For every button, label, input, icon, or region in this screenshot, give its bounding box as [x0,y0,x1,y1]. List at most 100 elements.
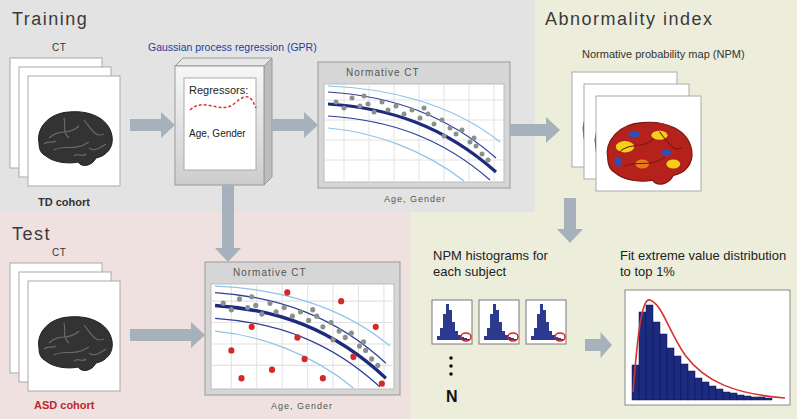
svg-rect [184,78,256,170]
svg-g [211,284,394,389]
svg-rect [716,389,723,400]
svg-rect [324,84,504,182]
svg-rect [646,305,653,400]
svg-rect [730,393,737,400]
node-text: Training [12,9,88,31]
svg-g [228,289,385,386]
block-arrow [585,332,612,358]
svg-circle [249,324,255,330]
process-box: Gaussian process regression (GPR)Regress… [175,62,272,185]
normative-plot-test [205,262,400,395]
node-text: Normative CT [346,67,420,79]
svg-rect [723,392,730,400]
node-text: Test [12,224,51,246]
svg-circle [449,356,453,360]
gpr-box [175,58,272,185]
node-text: Fit extreme value distribution to top 1% [620,248,792,279]
block-arrow [510,117,560,143]
svg-circle [269,366,275,372]
svg-rect [653,322,660,400]
svg-circle [379,380,385,386]
node-text: Abnormality index [545,9,714,31]
node-text: N [446,387,458,406]
svg-rect [625,290,790,405]
image-stack: Normative probability map (NPM) [560,48,770,198]
svg-rect [702,382,709,400]
svg-polygon [175,58,272,66]
svg-rect [681,364,688,400]
svg-circle [294,334,300,340]
svg-use [526,300,566,344]
block-arrow [557,198,583,243]
svg-rect [596,96,701,191]
block-arrow [130,112,175,138]
svg-use [39,112,113,166]
node-text: Age, Gender [271,401,333,412]
training-panel-ground [0,0,535,212]
svg-circle [338,298,344,304]
panel: Abnormality indexNormative probability m… [410,0,797,419]
node-text: TD cohort [38,196,90,209]
node-text: NPM histograms for each subject [433,248,551,279]
svg-rect [765,398,772,400]
svg-circle [238,375,244,381]
image-stack: CT ASD cohort [8,243,130,415]
histogram-group: NPM histograms for each subjectN [425,243,585,410]
node-text: CT [52,247,66,259]
panel: TestCTASD cohortNormative CTAge, Gender [0,212,410,419]
node-text: Age, Gender [384,194,446,205]
asd-brain-stack [10,263,120,391]
svg-rect [660,334,667,400]
plot-box: Normative CTAge, Gender [318,62,510,188]
svg-rect [175,66,264,185]
svg-path [633,300,785,398]
npm-brain-stack [572,72,701,191]
svg-rect [211,284,394,389]
svg-rect [751,397,758,400]
svg-use [479,300,519,344]
svg-rect [709,386,716,400]
svg-rect [737,395,744,400]
svg-use [211,284,394,389]
node-text: Gaussian process regression (GPR) [148,41,317,54]
svg-circle [373,324,379,330]
node-text: CT [52,42,66,54]
svg-use [39,317,113,371]
svg-rect [28,281,120,391]
svg-rect [744,396,751,400]
svg-rect [667,348,674,400]
test-panel-ground [0,212,410,419]
svg-rect [674,356,681,400]
node-text: Normative probability map (NPM) [582,48,745,61]
svg-g [632,305,772,400]
fit-plot: Fit extreme value distribution to top 1% [612,243,792,410]
svg-circle [284,289,290,295]
svg-polygon [264,58,272,185]
block-arrow [130,322,205,348]
td-brain-stack [10,58,120,186]
node-text: Age, Gender [189,128,246,140]
svg-rect [695,378,702,400]
svg-circle [302,356,308,362]
svg-rect [205,262,400,395]
node-text: Normative CT [233,267,307,279]
svg-use [432,300,472,344]
svg-use [324,84,504,182]
plot-box: Normative CTAge, Gender [205,262,400,395]
panel: TrainingCT TD cohort Gaussian process regr… [0,0,535,212]
normative-plot-training [318,62,510,188]
block-arrow [215,185,241,262]
extreme-value-fit-plot [625,290,790,405]
svg-circle [449,364,453,368]
svg-rect [28,76,120,186]
node-text: ASD cohort [34,399,95,412]
svg-g [324,84,504,182]
svg-circle [228,347,234,353]
svg-rect [318,62,510,188]
subject-histograms [432,300,566,376]
svg-circle [320,375,326,381]
image-stack: CT TD cohort [8,38,130,210]
